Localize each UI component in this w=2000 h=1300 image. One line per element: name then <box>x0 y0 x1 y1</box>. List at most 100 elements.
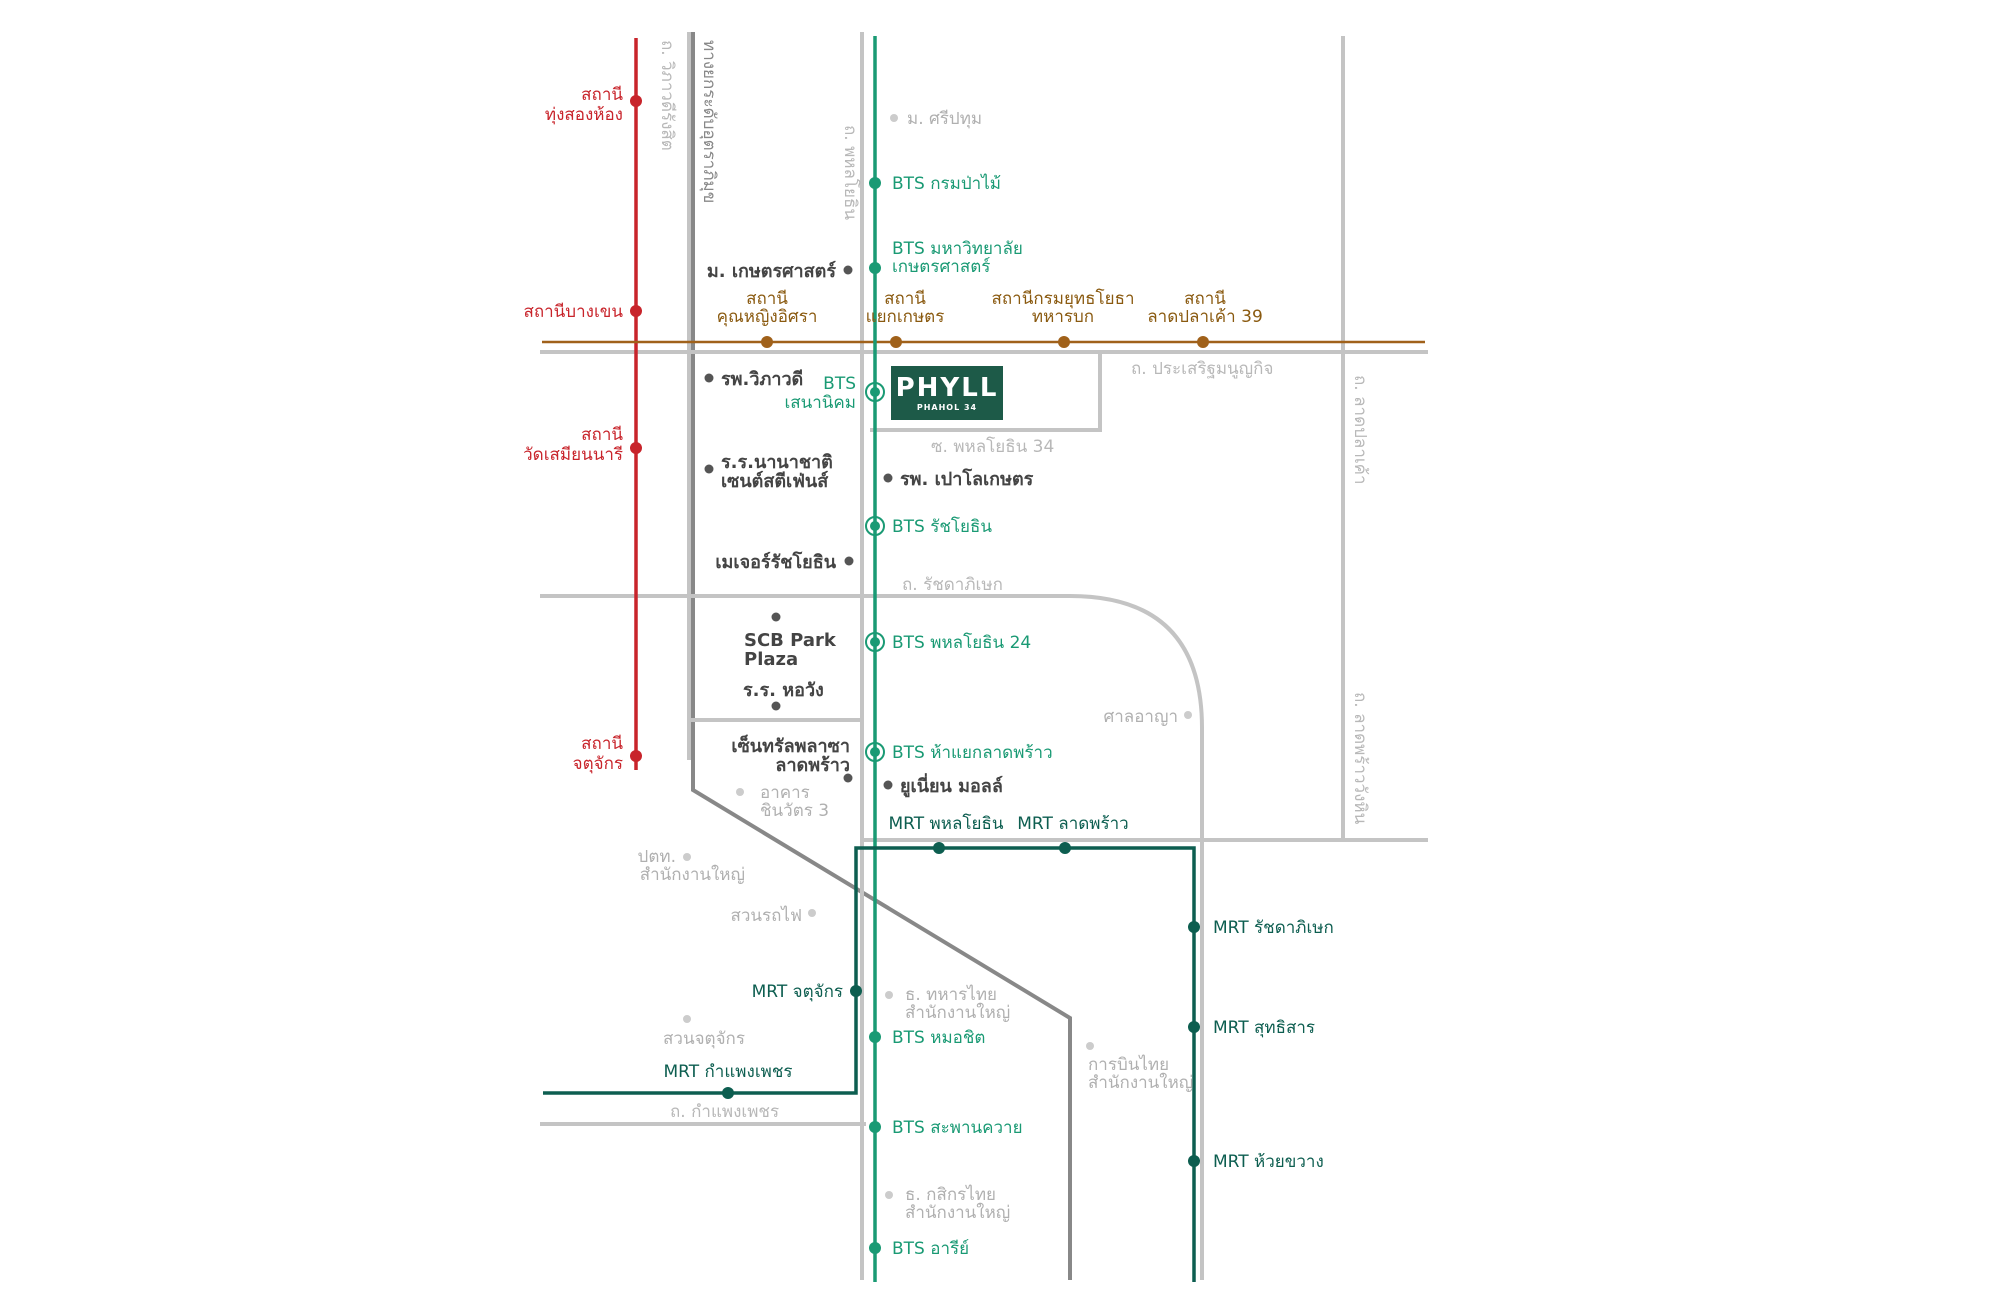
poi-label[interactable]: รพ. เปาโลเกษตร <box>900 468 1034 490</box>
road-label-ratchadaphisek: ถ. รัชดาภิเษก <box>902 575 1003 595</box>
red-station-label[interactable]: สถานีทุ่งสองห้อง <box>545 85 623 125</box>
poi-dot[interactable] <box>771 612 781 622</box>
bts-interchange-ring <box>865 516 885 536</box>
mrt-station-dot[interactable] <box>850 985 862 997</box>
yellow-station-label[interactable]: สถานีกรมยุทธโยธาทหารบก <box>991 288 1134 327</box>
red-station-dot[interactable] <box>630 750 642 762</box>
poi-dot-light[interactable] <box>885 991 893 999</box>
bts-station-label[interactable]: BTS หมอชิต <box>892 1028 985 1048</box>
mrt-station-label[interactable]: MRT พหลโยธิน <box>889 813 1004 834</box>
poi-dot-light[interactable] <box>683 1015 691 1023</box>
poi-dot-light[interactable] <box>885 1191 893 1199</box>
red-station-label[interactable]: สถานีจตุจักร <box>573 734 624 774</box>
yellow-station-label[interactable]: สถานีลาดปลาเค้า 39 <box>1147 289 1263 327</box>
poi-dot[interactable] <box>704 373 714 383</box>
poi-dot[interactable] <box>844 556 854 566</box>
red-station-label[interactable]: สถานีวัดเสมียนนารี <box>523 425 623 465</box>
road-label-phahonyothin: ถ. พหลโยธิน <box>840 125 861 220</box>
poi-label-light[interactable]: ธ. กสิกรไทยสำนักงานใหญ่ <box>905 1184 1010 1223</box>
poi-label[interactable]: เมเจอร์รัชโยธิน <box>715 551 836 573</box>
bts-station-label[interactable]: BTS สะพานควาย <box>892 1118 1023 1138</box>
poi-label-light[interactable]: สวนรถไฟ <box>730 905 802 926</box>
bts-station-dot[interactable] <box>870 387 880 397</box>
poi-dot-light[interactable] <box>1086 1042 1094 1050</box>
yellow-station-dot[interactable] <box>890 336 902 348</box>
yellow-line-labels: สถานีคุณหญิงอิศรา สถานีแยกเกษตร สถานีกรม… <box>717 288 1263 327</box>
poi-label[interactable]: เซ็นทรัลพลาซาลาดพร้าว <box>731 734 850 776</box>
mrt-station-dot[interactable] <box>1188 921 1200 933</box>
poi-label-light[interactable]: สวนจตุจักร <box>663 1029 745 1049</box>
mrt-station-label[interactable]: MRT รัชดาภิเษก <box>1213 918 1334 938</box>
poi-dots-light <box>683 114 1192 1199</box>
red-station-dot[interactable] <box>630 442 642 454</box>
bts-station-dot[interactable] <box>870 637 880 647</box>
mrt-station-label[interactable]: MRT สุทธิสาร <box>1213 1018 1315 1038</box>
yellow-station-dot[interactable] <box>1058 336 1070 348</box>
bts-station-label[interactable]: BTS พหลโยธิน 24 <box>892 632 1031 653</box>
project-logo-box[interactable] <box>891 366 1003 420</box>
yellow-station-label[interactable]: สถานีแยกเกษตร <box>866 289 945 327</box>
bts-station-dot[interactable] <box>869 1121 881 1133</box>
mrt-station-dot[interactable] <box>1188 1021 1200 1033</box>
poi-dot-light[interactable] <box>890 114 898 122</box>
bts-interchange-ring <box>865 382 885 402</box>
poi-dot-light[interactable] <box>808 909 816 917</box>
mrt-station-dot[interactable] <box>1059 842 1071 854</box>
bts-station-dot[interactable] <box>869 177 881 189</box>
poi-label[interactable]: ยูเนี่ยน มอลล์ <box>900 773 1003 798</box>
poi-dot[interactable] <box>704 464 714 474</box>
bts-station-label[interactable]: BTS มหาวิทยาลัยเกษตรศาสตร์ <box>892 239 1023 277</box>
poi-dot[interactable] <box>883 473 893 483</box>
project-logo-subtitle: PHAHOL 34 <box>917 403 977 412</box>
road-label-lat-phrao-wang-hin: ถ. ลาดพร้าววังหิน <box>1350 692 1370 825</box>
poi-dot[interactable] <box>771 701 781 711</box>
bts-station-label[interactable]: BTS อารีย์ <box>892 1239 969 1259</box>
mrt-station-dot[interactable] <box>933 842 945 854</box>
road-labels: ถ. วิภาวดีรังสิต ทางยกระดับอุตราภิมุข ถ.… <box>657 40 1370 1122</box>
red-station-dot[interactable] <box>630 305 642 317</box>
mrt-station-label[interactable]: MRT ลาดพร้าว <box>1017 814 1128 834</box>
poi-label-light[interactable]: ม. ศรีปทุม <box>907 109 982 129</box>
mrt-station-label[interactable]: MRT ห้วยขวาง <box>1213 1152 1324 1172</box>
poi-dot[interactable] <box>843 773 853 783</box>
yellow-station-dot[interactable] <box>761 336 773 348</box>
poi-dot[interactable] <box>883 780 893 790</box>
bts-station-label[interactable]: BTS กรมป่าไม้ <box>892 173 1001 194</box>
mrt-station-label[interactable]: MRT จตุจักร <box>752 982 843 1002</box>
bts-station-dot[interactable] <box>870 747 880 757</box>
bts-station-dot[interactable] <box>870 521 880 531</box>
road-label-vibhavadi: ถ. วิภาวดีรังสิต <box>657 40 677 151</box>
poi-dot-light[interactable] <box>736 788 744 796</box>
bts-labels: BTS กรมป่าไม้ BTS มหาวิทยาลัยเกษตรศาสตร์… <box>784 173 1052 1259</box>
poi-label[interactable]: ร.ร.นานาชาติเซนต์สตีเฟ่นส์ <box>721 452 833 492</box>
poi-label-light[interactable]: ปตท.สำนักงานใหญ่ <box>638 847 745 885</box>
poi-dot[interactable] <box>843 265 853 275</box>
road-label-soi-34: ซ. พหลโยธิน 34 <box>931 436 1054 457</box>
red-station-label[interactable]: สถานีบางเขน <box>523 302 623 322</box>
yellow-station-dot[interactable] <box>1197 336 1209 348</box>
bts-station-label[interactable]: BTS ห้าแยกลาดพร้าว <box>892 743 1053 763</box>
poi-label[interactable]: ร.ร. หอวัง <box>743 680 824 701</box>
poi-label[interactable]: รพ.วิภาวดี <box>721 369 803 390</box>
red-station-dot[interactable] <box>630 95 642 107</box>
bts-station-label[interactable]: BTS รัชโยธิน <box>892 516 992 537</box>
road-soi-phahonyothin-34 <box>870 352 1102 432</box>
poi-dot-light[interactable] <box>683 853 691 861</box>
project-marker[interactable]: PHYLL PHAHOL 34 <box>891 366 1003 420</box>
poi-label[interactable]: ม. เกษตรศาสตร์ <box>707 260 836 282</box>
poi-label-light[interactable]: ธ. ทหารไทยสำนักงานใหญ่ <box>905 984 1010 1023</box>
poi-label-light[interactable]: ศาลอาญา <box>1103 707 1178 727</box>
poi-label-light[interactable]: การบินไทยสำนักงานใหญ่ <box>1088 1054 1193 1093</box>
bts-station-dot[interactable] <box>869 1031 881 1043</box>
yellow-station-label[interactable]: สถานีคุณหญิงอิศรา <box>717 289 818 327</box>
poi-dot-light[interactable] <box>1184 711 1192 719</box>
mrt-station-dot[interactable] <box>722 1087 734 1099</box>
poi-label-light[interactable]: อาคารชินวัตร 3 <box>760 783 829 821</box>
bts-station-dot[interactable] <box>869 1242 881 1254</box>
bts-station-dot[interactable] <box>869 262 881 274</box>
mrt-station-label[interactable]: MRT กำแพงเพชร <box>663 1062 792 1082</box>
mrt-station-dot[interactable] <box>1188 1155 1200 1167</box>
bts-interchange-ring <box>865 632 885 652</box>
